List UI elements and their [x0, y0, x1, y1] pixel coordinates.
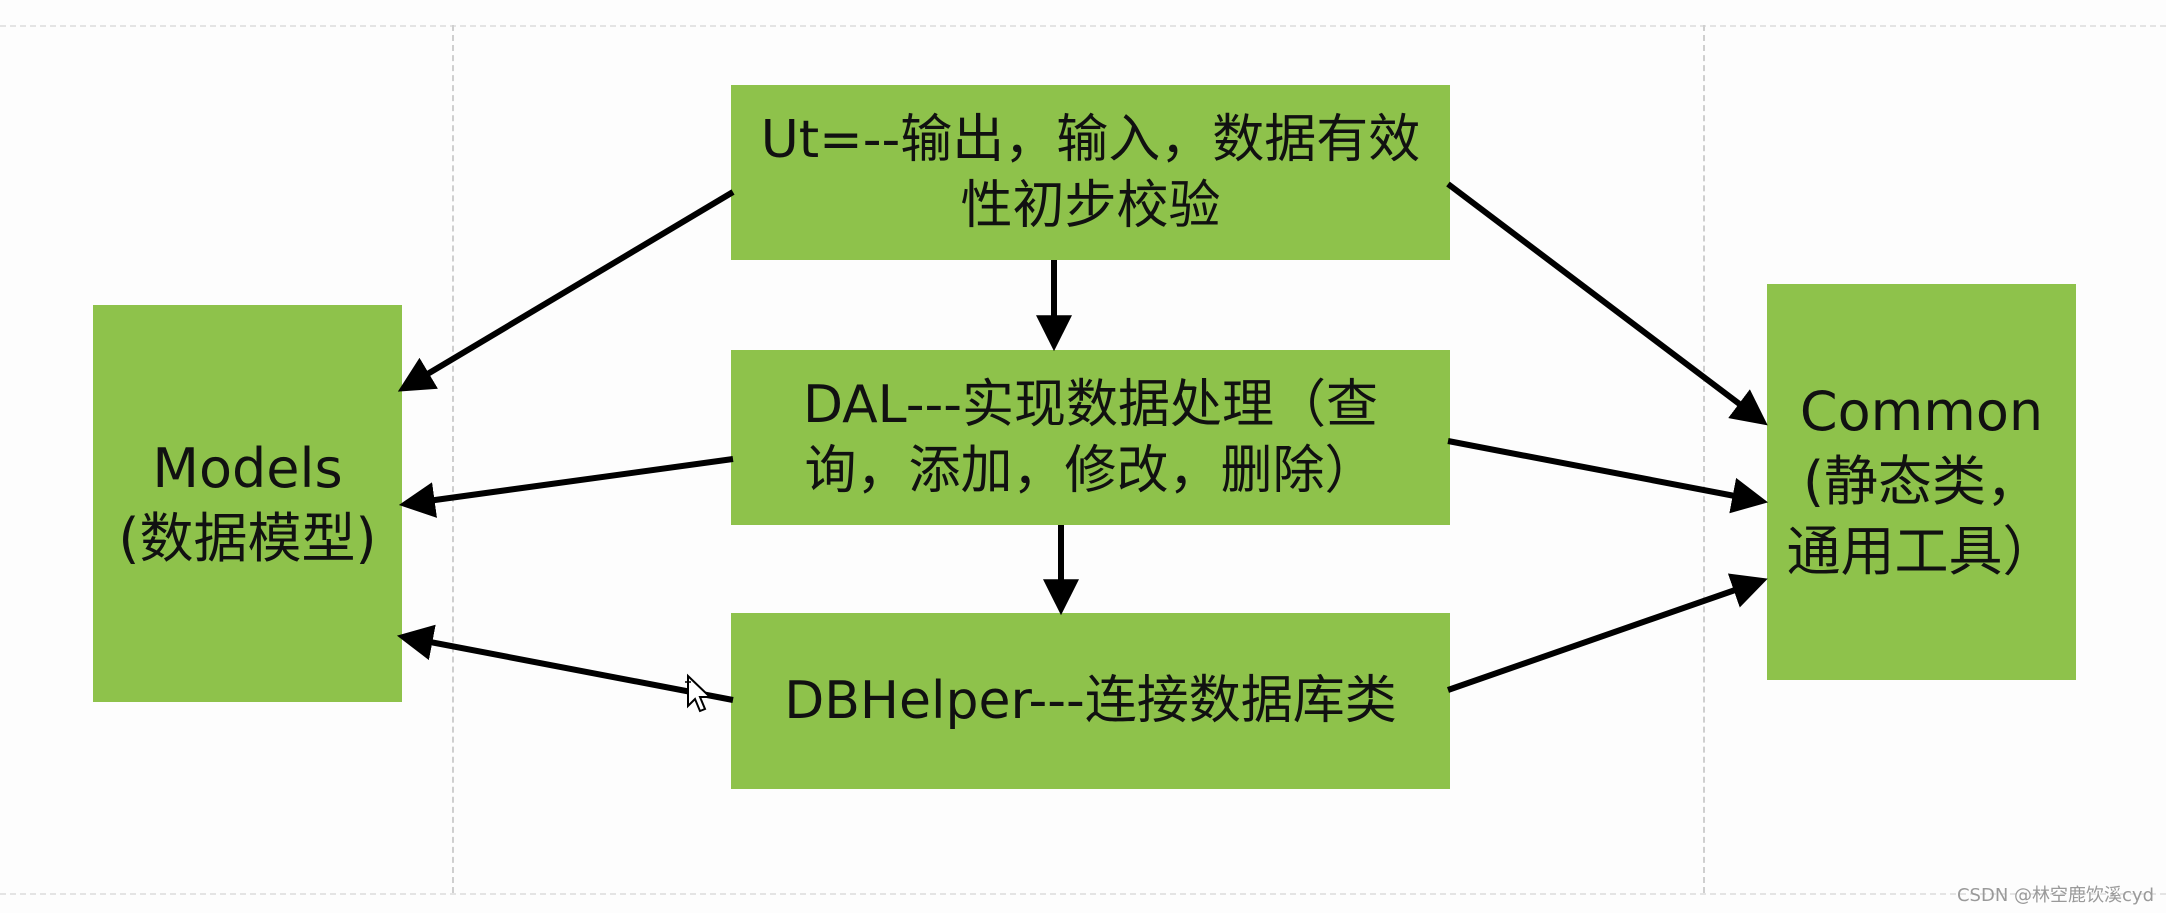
top-guide-line — [0, 25, 2166, 27]
mouse-pointer-icon — [685, 673, 713, 713]
bottom-guide-line — [0, 893, 2166, 895]
left-column-guide — [452, 25, 454, 893]
dal-layer-box: DAL---实现数据处理（查 询，添加，修改，删除） — [731, 350, 1450, 525]
arrow-ui-to-common — [1446, 181, 1768, 426]
models-box: Models (数据模型) — [93, 305, 402, 702]
common-box: Common (静态类， 通用工具） — [1767, 284, 2076, 680]
ui-layer-label: Ut=--输出，输入，数据有效 性初步校验 — [760, 109, 1421, 236]
ui-layer-box: Ut=--输出，输入，数据有效 性初步校验 — [731, 85, 1450, 260]
dbhelper-layer-box: DBHelper---连接数据库类 — [731, 613, 1450, 789]
arrow-dal-to-common — [1447, 438, 1769, 514]
models-label: Models (数据模型) — [118, 436, 377, 570]
right-column-guide — [1703, 25, 1705, 893]
csdn-watermark: CSDN @林空鹿饮溪cyd — [1956, 885, 2154, 906]
arrow-dal-to-models — [398, 456, 734, 518]
common-label: Common (静态类， 通用工具） — [1786, 380, 2057, 583]
dbhelper-layer-label: DBHelper---连接数据库类 — [784, 671, 1397, 731]
arrow-ui-to-models — [397, 189, 735, 392]
dal-layer-label: DAL---实现数据处理（查 询，添加，修改，删除） — [802, 374, 1379, 501]
arrow-dbhelper-to-common — [1447, 573, 1768, 693]
